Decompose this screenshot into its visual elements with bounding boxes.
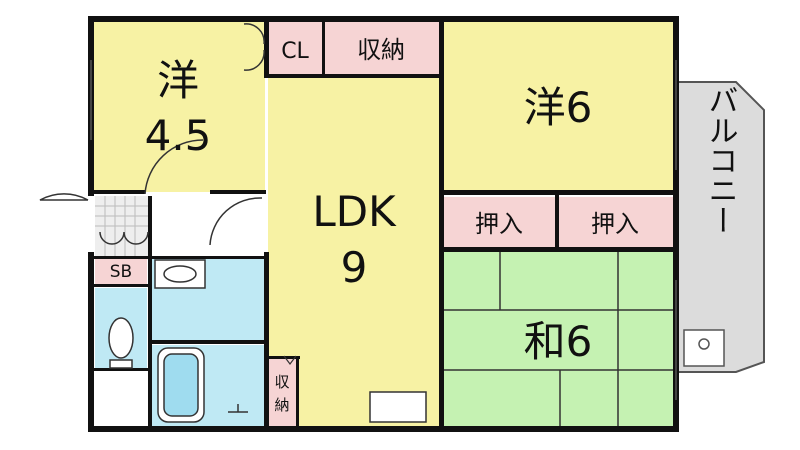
windows <box>90 60 677 400</box>
ldk-size: 9 <box>341 243 368 292</box>
tatami-grid <box>443 252 673 426</box>
shoe-box <box>95 258 147 284</box>
storage-small-label-2: 納 <box>274 396 289 414</box>
ldk-name: LDK <box>312 187 397 236</box>
western-room-large <box>443 22 673 190</box>
shoe-box-door <box>99 231 149 245</box>
faucet-icon <box>228 404 248 413</box>
oshiire-right <box>558 197 673 247</box>
closet-cl <box>268 22 322 74</box>
oshiire-right-label: 押入 <box>591 210 639 238</box>
fridge-space-icon <box>283 355 297 365</box>
kitchen-sink-icon <box>369 391 427 423</box>
western-small-name: 洋 <box>157 56 199 105</box>
toilet-icon <box>108 317 134 369</box>
western-room-small <box>93 22 265 192</box>
shoe-box-label: SB <box>110 262 132 282</box>
bathtub-icon <box>157 347 205 423</box>
storage-top-label: 収納 <box>357 36 405 64</box>
storage-top <box>324 22 439 74</box>
closet-label: CL <box>281 39 309 64</box>
japanese-name: 和6 <box>524 317 593 366</box>
balcony-label: バルコニー <box>703 85 738 235</box>
storage-small <box>268 358 296 426</box>
japanese-room <box>443 252 673 426</box>
wash-basin-icon <box>154 259 206 289</box>
western-large-name: 洋6 <box>524 83 593 132</box>
storage-small-label-1: 収 <box>274 373 289 391</box>
hallway-door <box>209 197 263 246</box>
drain-icon <box>683 329 725 367</box>
entrance-tiles <box>95 196 150 256</box>
door-swings <box>39 23 265 246</box>
western-door <box>144 139 204 195</box>
balcony: バルコニー <box>677 81 765 373</box>
oshiire-left-label: 押入 <box>475 210 523 238</box>
walls <box>88 16 679 432</box>
hallway <box>152 196 264 256</box>
western-small-size: 4.5 <box>145 111 212 160</box>
closet-door <box>243 23 265 71</box>
oshiire-left <box>443 197 555 247</box>
entry-door <box>39 193 89 201</box>
